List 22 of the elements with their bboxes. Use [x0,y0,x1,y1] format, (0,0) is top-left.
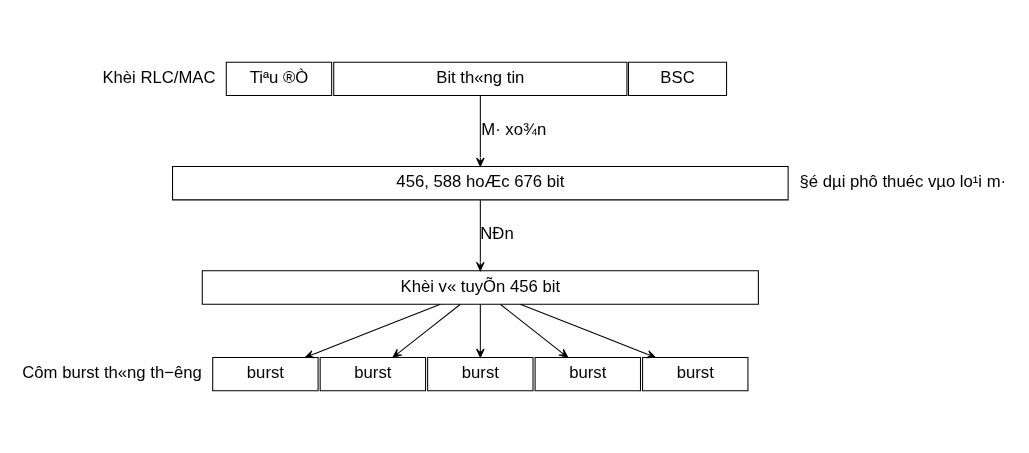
node-box: burst [534,356,641,392]
edge-label: M· xo¾n [481,120,547,139]
label: Côm burst th«ng th−êng [22,363,202,383]
arrow [500,303,569,358]
arrow [304,303,441,359]
node-box: Bit th«ng tin [333,61,628,97]
node-box: 456, 588 hoÆc 676 bit [172,166,789,201]
node-box: BSC [627,61,728,97]
node-box: burst [427,356,534,392]
label: Khèi RLC/MAC [102,67,216,87]
node-box: Tiªu ®Ò [225,61,333,97]
node-box: burst [642,356,749,392]
arrow [392,303,461,358]
node-box: Khèi v« tuyÕn 456 bit [201,270,759,305]
arrow [519,303,656,359]
label: §é dµi phô thuéc vµo lo¹i m· [799,172,1007,192]
arrow [476,95,485,167]
node-box: burst [212,356,319,392]
arrow [476,199,485,272]
arrow [476,303,485,358]
node-box: burst [319,356,427,392]
edge-label: NÐn [480,224,514,244]
